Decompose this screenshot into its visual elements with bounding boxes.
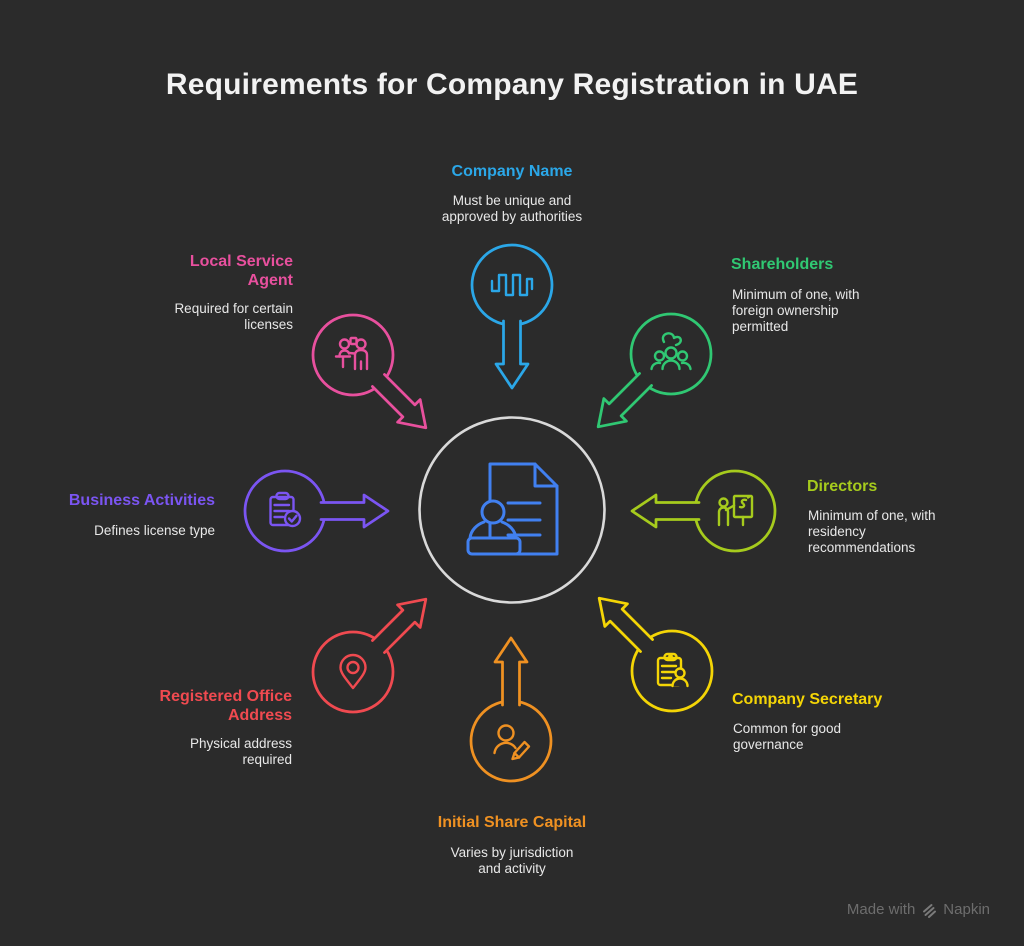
node-local-service-agent-label: Local Service Agent <box>189 253 293 289</box>
node-shareholders-label: Shareholders <box>731 256 834 273</box>
center-hub <box>418 416 606 604</box>
watermark-brand: Napkin <box>943 901 990 918</box>
node-directors-description: Minimum of one, with residency recommend… <box>808 508 936 555</box>
presenter-board-icon <box>717 494 754 527</box>
node-business-activities-label: Business Activities <box>68 492 215 509</box>
node-directors-label: Directors <box>807 478 878 495</box>
node-company-name-graphic <box>470 243 554 390</box>
node-business-activities-description: Defines license type <box>94 523 215 538</box>
napkin-logo-icon <box>923 903 937 918</box>
service-desk-icon <box>334 336 369 371</box>
clipboard-person-icon <box>656 652 689 688</box>
node-local-service-agent-description: Required for certain licenses <box>174 301 293 332</box>
node-registered-office-description: Physical address required <box>189 736 292 767</box>
node-company-secretary-description: Common for good governance <box>733 721 842 752</box>
page-title: Requirements for Company Registration in… <box>165 68 859 101</box>
location-pin-icon <box>339 653 367 690</box>
watermark-prefix: Made with <box>846 901 916 918</box>
shareholders-group-icon <box>650 332 692 371</box>
node-directors-graphic <box>630 469 777 553</box>
node-local-service-agent-graphic <box>311 313 428 430</box>
center-ring <box>418 416 606 604</box>
watermark: Made with Napkin <box>847 901 990 918</box>
node-shareholders-description: Minimum of one, with foreign ownership p… <box>732 287 860 334</box>
node-company-name-description: Must be unique and approved by authoriti… <box>441 193 583 224</box>
person-pencil-icon <box>493 724 531 761</box>
node-initial-share-capital-graphic <box>469 636 553 783</box>
clipboard-check-icon <box>269 491 302 528</box>
node-company-name-label: Company Name <box>451 163 573 180</box>
node-initial-share-capital-label: Initial Share Capital <box>437 814 587 831</box>
node-company-secretary-label: Company Secretary <box>732 691 883 708</box>
node-registered-office-graphic <box>311 597 428 714</box>
node-business-activities-graphic <box>243 469 390 553</box>
node-initial-share-capital-description: Varies by jurisdiction and activity <box>450 845 574 876</box>
node-registered-office-label: Registered Office Address <box>159 688 292 724</box>
node-company-secretary-graphic <box>597 596 714 713</box>
node-shareholders-graphic <box>596 312 713 429</box>
waveform-icon <box>490 273 534 297</box>
document-stamp-icon <box>466 462 559 556</box>
